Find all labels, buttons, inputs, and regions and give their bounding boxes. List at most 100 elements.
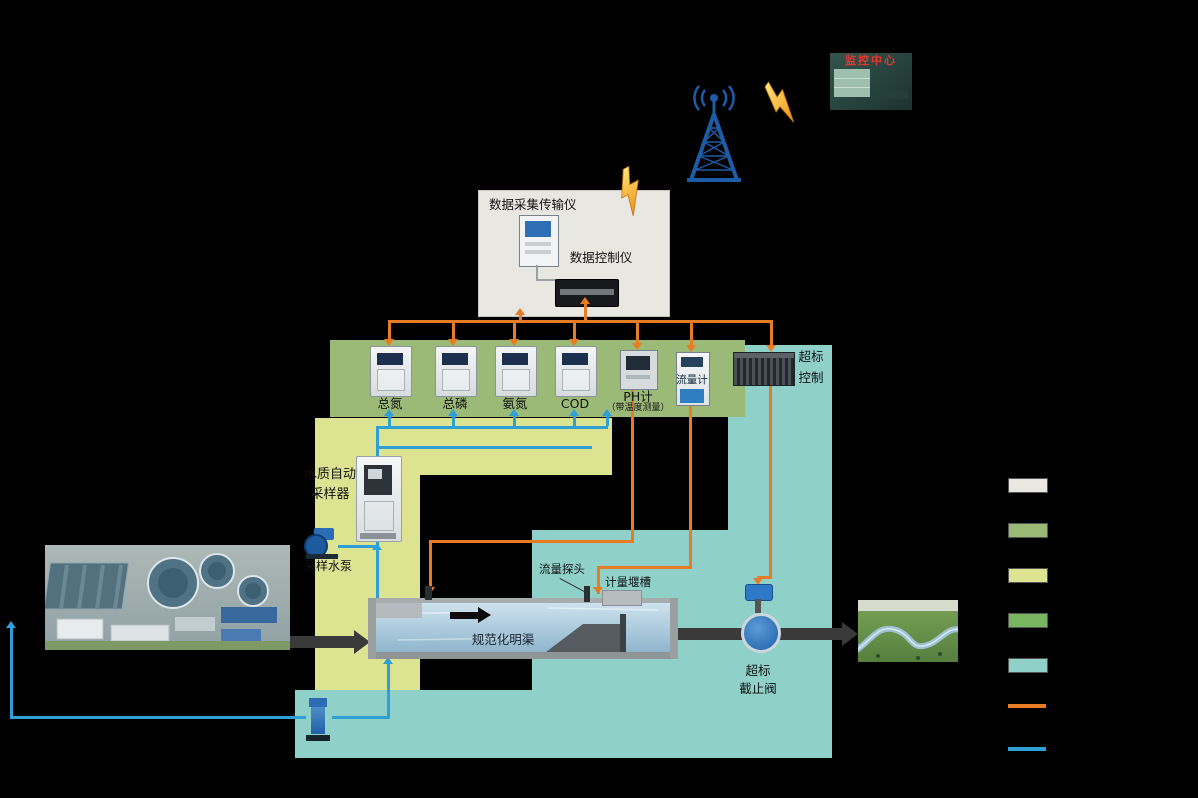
- arrow-down-icon: [766, 345, 776, 352]
- ph-sensor-cable: [631, 388, 634, 540]
- radio-tower-icon: [668, 84, 760, 184]
- auto-sampler-device: [356, 456, 402, 542]
- flume-label: 计量堰槽: [605, 575, 651, 589]
- valve-control-cable: [769, 384, 772, 576]
- open-channel: [368, 594, 678, 664]
- analyzer-screen: [442, 353, 468, 365]
- analyzer-cabinet-tp: [435, 346, 477, 397]
- ph-sensor-cable: [429, 540, 634, 543]
- legend-swatch-gray: [1008, 478, 1048, 493]
- signal-line: [452, 323, 455, 339]
- arrow-down-icon: [686, 345, 696, 352]
- flow-meter-body: [680, 389, 704, 403]
- legend-line-orange: [1008, 704, 1046, 708]
- signal-bus-line: [388, 320, 773, 323]
- transmitter-screen: [525, 221, 551, 237]
- ph-sensor-cable: [429, 540, 432, 594]
- ph-probe: [425, 586, 432, 600]
- controller-top-bar: [734, 353, 794, 358]
- arrow-up-icon: [383, 657, 393, 664]
- analyzer-door: [502, 369, 530, 391]
- pump-base: [306, 554, 338, 559]
- signal-line: [690, 323, 693, 345]
- arrow-up-icon: [580, 297, 590, 304]
- analyzer-label-cod: COD: [560, 396, 590, 411]
- return-line: [10, 628, 13, 718]
- valve-label-2: 截止阀: [739, 681, 777, 696]
- analyzer-label-nh3: 氨氮: [502, 396, 528, 411]
- arrow-up-icon: [372, 543, 382, 550]
- sampling-pump-device: [304, 528, 340, 560]
- arrow-down-icon: [384, 339, 394, 346]
- ph-meter-buttons: [626, 375, 650, 379]
- sampler-base: [360, 533, 396, 539]
- treatment-plant-graphic: [43, 545, 290, 650]
- ph-meter-label: PH计: [623, 389, 653, 404]
- lightning-bolt-icon: [753, 75, 809, 128]
- pump-base: [306, 735, 330, 741]
- ph-meter-device: [620, 350, 658, 390]
- sample-line: [452, 416, 455, 426]
- flow-meter-device: [676, 352, 710, 406]
- auto-sampler-label-1: 水质自动: [304, 467, 357, 482]
- lightning-bolt-icon: [607, 164, 655, 219]
- signal-line: [636, 323, 639, 343]
- valve-control-cable: [757, 576, 772, 579]
- internal-cable: [536, 265, 538, 279]
- controller-front-stripe: [560, 289, 614, 295]
- data-transmitter-device: [519, 215, 559, 267]
- analyzer-label-tp: 总磷: [442, 396, 468, 411]
- flow-meter-label: 流量计: [676, 374, 708, 386]
- arrow-down-icon: [632, 343, 642, 350]
- river-graphic: [852, 600, 963, 662]
- return-line: [387, 664, 390, 719]
- pump-cap: [309, 698, 327, 707]
- signal-line: [584, 304, 587, 321]
- auto-sampler-label-2: 采样器: [310, 487, 350, 502]
- analyzer-door: [377, 369, 405, 391]
- return-line: [10, 716, 306, 719]
- flow-probe-label: 流量探头: [539, 562, 585, 576]
- ph-meter-sublabel: （带温度测量）: [606, 403, 670, 413]
- arrow-down-icon: [448, 339, 458, 346]
- screen-line: [834, 87, 870, 88]
- river-photo: [852, 600, 963, 662]
- monitor-screen: [834, 69, 870, 97]
- treatment-plant-photo: [43, 545, 290, 650]
- analyzer-screen: [562, 353, 588, 365]
- signal-line: [513, 323, 516, 339]
- signal-line: [770, 323, 773, 345]
- arrow-right-icon: [354, 630, 370, 654]
- ph-meter-screen: [626, 356, 650, 370]
- analyzer-door: [562, 369, 590, 391]
- arrow-up-icon: [602, 409, 612, 416]
- shutoff-valve-device: [736, 584, 781, 662]
- exceed-controller-device: [733, 352, 795, 386]
- exceed-controller-label-1: 超标: [798, 349, 824, 364]
- arrow-up-icon: [448, 409, 458, 416]
- sampling-pump-label: 采样水泵: [303, 559, 352, 573]
- analyzer-screen: [502, 353, 528, 365]
- bottom-pump-device: [304, 698, 332, 742]
- valve-body: [741, 613, 781, 653]
- sample-line: [376, 429, 379, 456]
- teal-band-bottom: [295, 690, 832, 758]
- monitor-center-photo: 监控中心: [830, 53, 912, 110]
- inflow-pipe: [288, 636, 354, 648]
- internal-cable: [536, 279, 556, 281]
- flow-meter-screen: [681, 357, 703, 367]
- sampler-intake-line: [376, 540, 379, 620]
- flow-direction-bar: [450, 612, 478, 619]
- pump-connector-line: [338, 545, 376, 548]
- arrow-down-icon: [593, 587, 603, 594]
- analyzer-cabinet-nh3: [495, 346, 537, 397]
- valve-label-1: 超标: [745, 663, 771, 678]
- analyzer-cabinet-cod: [555, 346, 597, 397]
- arrow-up-icon: [515, 308, 525, 315]
- exceed-controller-label-2: 控制: [798, 370, 824, 385]
- teal-band-right-column: [728, 345, 832, 758]
- arrow-down-icon: [509, 339, 519, 346]
- sample-line: [388, 416, 391, 426]
- flow-direction-arrow-icon: [478, 607, 491, 623]
